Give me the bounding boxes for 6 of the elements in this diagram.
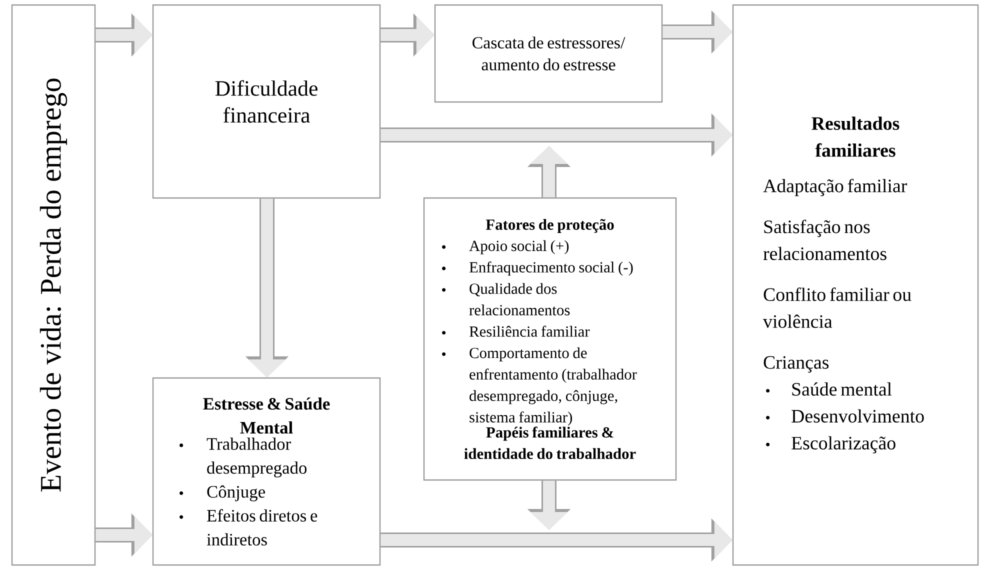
concept-box: Resultados familiares Adaptação familiar Satisfação nos relacionamentos Conflito familiar ou violência Crianças Saúde mental Desenvolvimento Escolarização [732, 4, 979, 566]
concept-box: Cascata de estressores/ aumento do estresse [434, 4, 663, 103]
concept-box: Estresse & Saúde Mental Trabalhador desempregado Cônjuge Efeitos diretos e indiretos [152, 377, 381, 566]
concept-box: Evento de vida: Perda do emprego [11, 4, 96, 566]
concept-box: Fatores de proteção Apoio social (+) Enfraquecimento social (-) Qualidade dos relacionamentos Resiliência familiar Comportamento de enfrentamento (trabalhador desempregado, cônjuge, sistema familiar) Papéis familiares & identidade do trabalhador [423, 197, 677, 481]
concept-box: Dificuldade financeira [152, 4, 381, 199]
